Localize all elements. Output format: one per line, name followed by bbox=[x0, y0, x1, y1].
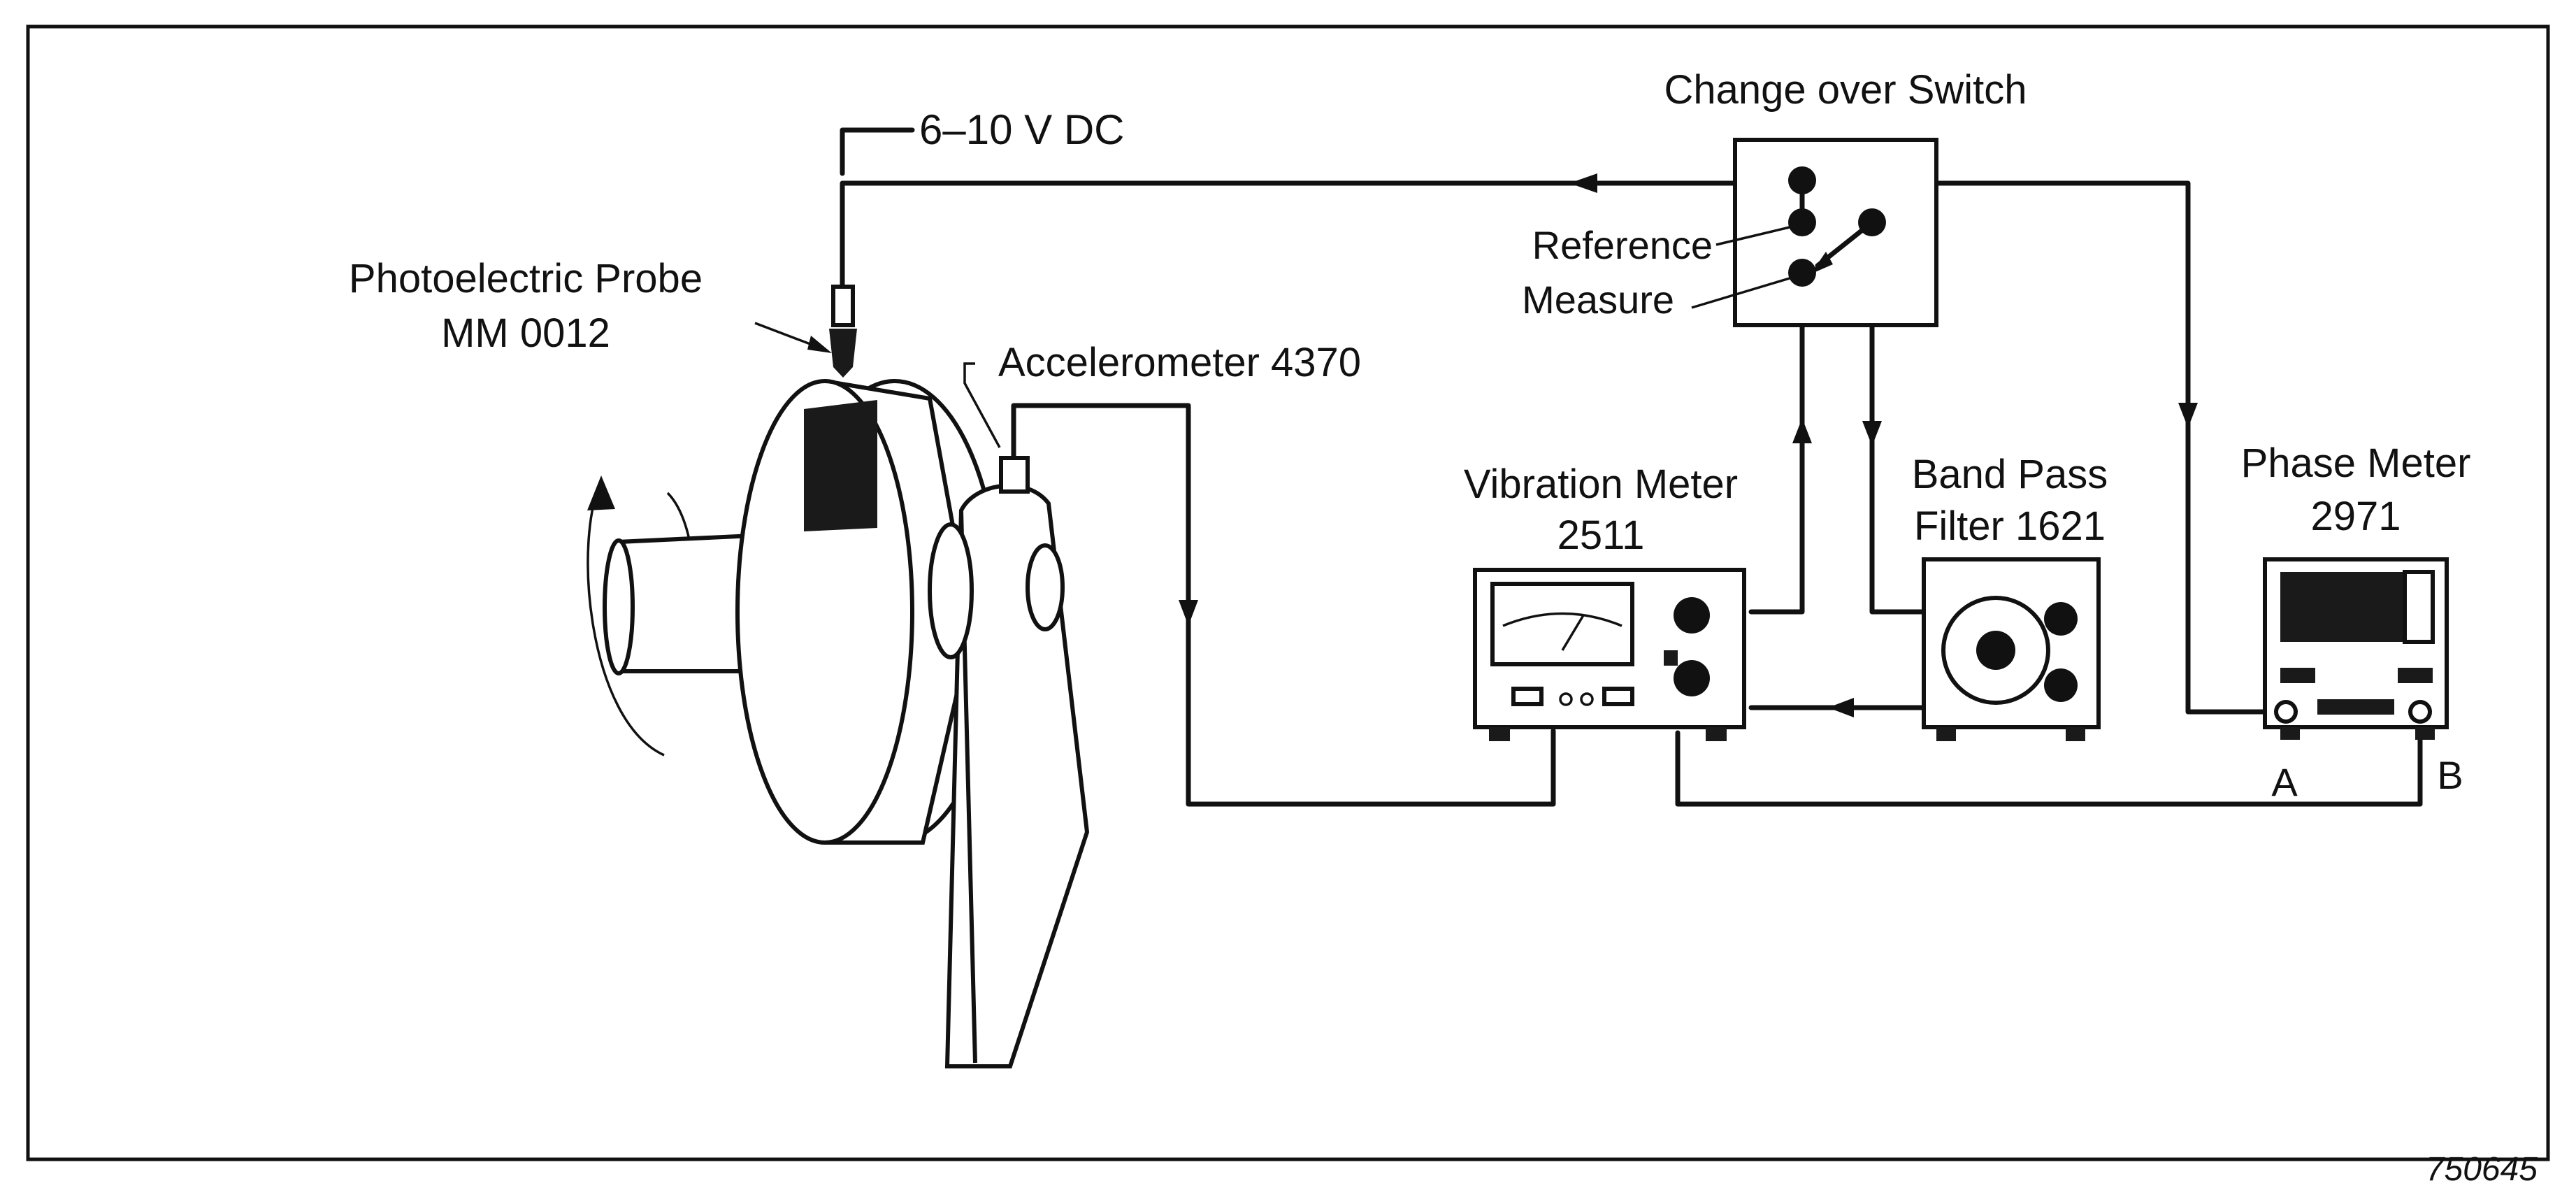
phase-meter-model: 2971 bbox=[2310, 494, 2401, 539]
filter-knob-top bbox=[2044, 602, 2078, 636]
switch-to-filter-wire bbox=[1869, 220, 1927, 615]
vibration-meter-to-phase-b-wire bbox=[1675, 726, 2423, 807]
arrow-down-phase bbox=[2178, 403, 2198, 428]
vibration-meter-display bbox=[1490, 582, 1634, 666]
vibration-meter-label: Vibration Meter bbox=[1464, 461, 1738, 507]
phase-meter-input-a bbox=[2274, 700, 2298, 724]
measure-label: Measure bbox=[1522, 278, 1674, 322]
supply-voltage-label: 6–10 V DC bbox=[919, 106, 1125, 153]
vibration-meter-knob-top bbox=[1674, 597, 1710, 634]
arrow-up-vibration bbox=[1792, 418, 1812, 443]
phase-meter bbox=[2263, 557, 2449, 740]
vibration-meter-to-switch-wire bbox=[1748, 270, 1805, 615]
accelerometer-sensor bbox=[999, 456, 1030, 494]
rotating-machine bbox=[587, 285, 1090, 1068]
input-b-label: B bbox=[2437, 753, 2463, 797]
change-over-switch bbox=[1691, 138, 1938, 327]
phase-meter-label: Phase Meter bbox=[2241, 441, 2471, 486]
labels: 6–10 V DC Change over Switch Reference M… bbox=[349, 67, 2538, 1181]
figure-code: 750645 bbox=[2426, 1151, 2538, 1181]
photoelectric-probe bbox=[829, 285, 857, 378]
reflective-marker bbox=[804, 400, 877, 531]
filter-knob-bottom bbox=[2044, 668, 2078, 702]
accelerometer-label: Accelerometer 4370 bbox=[998, 340, 1361, 385]
photoelectric-probe-model: MM 0012 bbox=[441, 310, 610, 356]
arrow-left-filter bbox=[1828, 698, 1854, 717]
switch-contact-measure bbox=[1788, 259, 1816, 287]
photoelectric-probe-label: Photoelectric Probe bbox=[349, 256, 703, 301]
change-over-switch-label: Change over Switch bbox=[1664, 67, 2027, 113]
arrow-right bbox=[1569, 173, 1597, 193]
input-a-label: A bbox=[2271, 760, 2298, 804]
band-pass-label: Band Pass bbox=[1912, 452, 2108, 497]
arrow-down-filter bbox=[1862, 421, 1882, 446]
phase-meter-display bbox=[2280, 572, 2403, 642]
reference-signal-wire bbox=[840, 180, 2283, 715]
vibration-meter-model: 2511 bbox=[1557, 513, 1645, 558]
signal-arrows bbox=[1179, 173, 2198, 717]
rotation-arrow bbox=[587, 482, 665, 757]
supply-label-leader bbox=[840, 127, 915, 176]
band-pass-filter bbox=[1922, 557, 2101, 741]
reference-label: Reference bbox=[1532, 223, 1713, 267]
vibration-meter bbox=[1473, 568, 1746, 741]
vibration-meter-knob-bottom bbox=[1674, 660, 1710, 696]
arrow-down-accel bbox=[1179, 600, 1198, 626]
band-pass-model: Filter 1621 bbox=[1914, 503, 2106, 549]
phase-meter-input-b bbox=[2408, 700, 2432, 724]
figure-border bbox=[26, 24, 2550, 1161]
